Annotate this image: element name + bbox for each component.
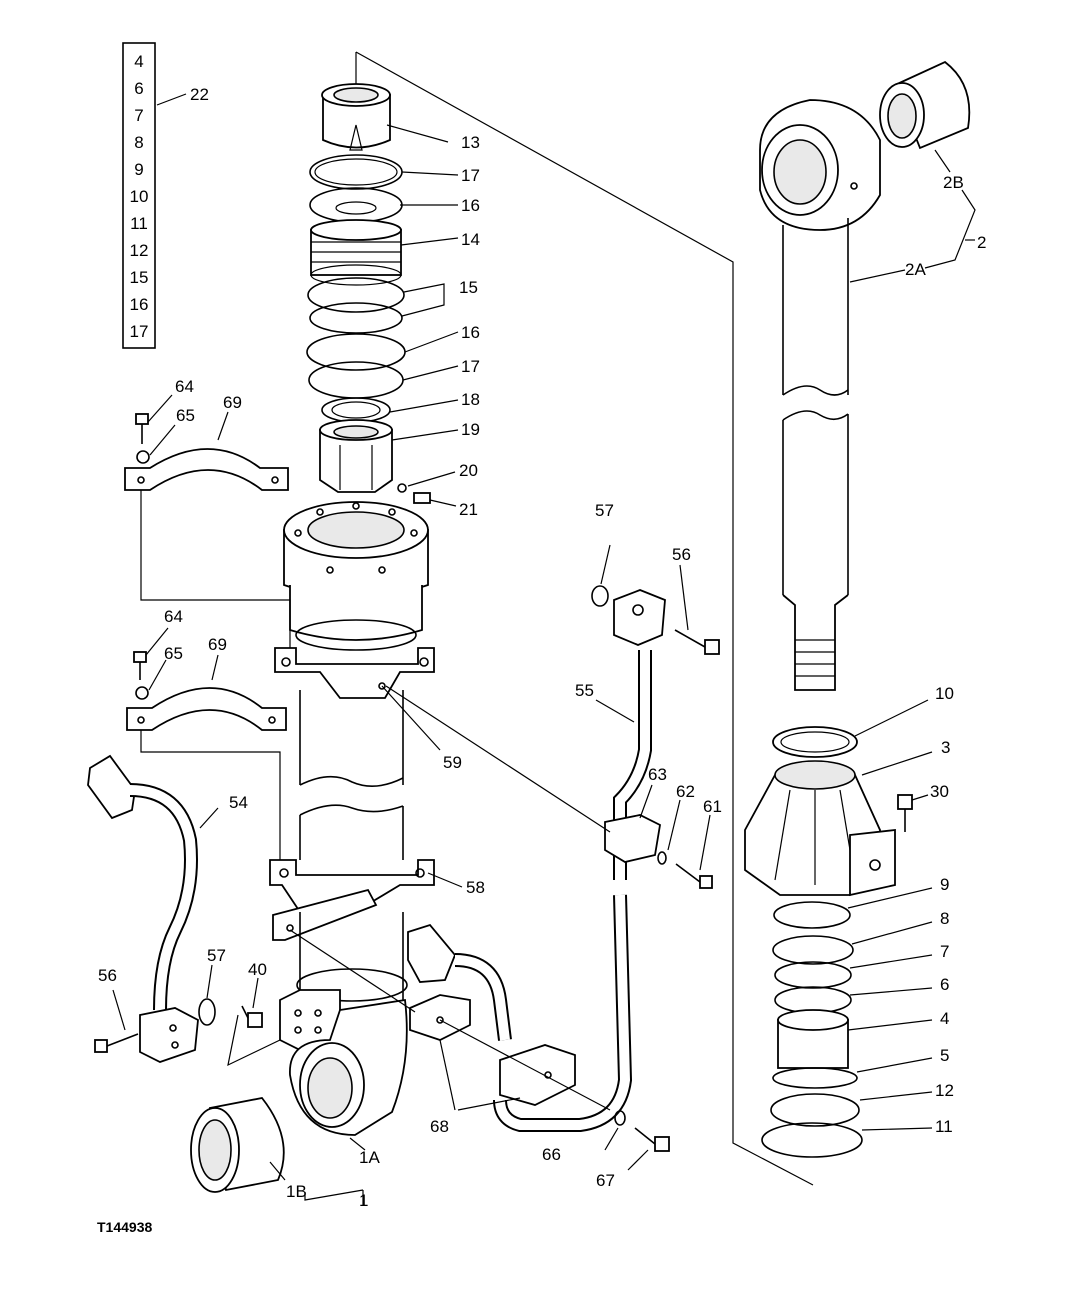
callout-1a: 1A	[359, 1148, 380, 1167]
callout-64: 64	[164, 607, 183, 626]
callout-62: 62	[676, 782, 695, 801]
kit-item: 15	[130, 268, 149, 287]
kit-item: 11	[130, 214, 148, 233]
kit-item: 9	[134, 160, 143, 179]
callout-15: 15	[459, 278, 478, 297]
callout-7: 7	[940, 942, 949, 961]
callout-64: 64	[175, 377, 194, 396]
callout-2: 2	[977, 233, 986, 252]
kit-item: 12	[130, 241, 149, 260]
callout-57: 57	[595, 501, 614, 520]
center-tube-assembly: 68 66 67 57 56 55 63 62 61	[289, 501, 722, 1190]
callout-57: 57	[207, 946, 226, 965]
kit-item: 4	[134, 52, 143, 71]
callout-17: 17	[461, 166, 480, 185]
callout-68: 68	[430, 1117, 449, 1136]
callout-14: 14	[461, 230, 480, 249]
callout-17: 17	[461, 357, 480, 376]
callout-4: 4	[940, 1009, 949, 1028]
kit-item: 8	[134, 133, 143, 152]
callout-8: 8	[940, 909, 949, 928]
callout-2a: 2A	[905, 260, 926, 279]
clamp-group-upper: 64 65 69	[124, 377, 291, 648]
head-stack: 10 3 30 9 8 7 6 4 5 12 11	[744, 684, 954, 1158]
callout-59: 59	[443, 753, 462, 772]
callout-11: 11	[935, 1117, 953, 1136]
callout-18: 18	[461, 390, 480, 409]
figure-id: T144938	[97, 1219, 152, 1235]
pin-1b: 1B 1	[190, 1097, 368, 1210]
callout-55: 55	[575, 681, 594, 700]
callout-6: 6	[940, 975, 949, 994]
callout-20: 20	[459, 461, 478, 480]
callout-kit: 22	[190, 85, 209, 104]
tube-assembly-54: 54 56 57 40	[87, 754, 281, 1067]
rod-assembly: 2B 2A 2	[759, 60, 986, 691]
piston-callouts: 13 17 16 14 15 16 17 18 19 20 21	[459, 133, 480, 519]
callout-66: 66	[542, 1145, 561, 1164]
callout-69: 69	[223, 393, 242, 412]
clamp-group-lower: 64 65 69	[126, 607, 287, 860]
callout-58: 58	[466, 878, 485, 897]
callout-21: 21	[459, 500, 478, 519]
callout-19: 19	[461, 420, 480, 439]
callout-12: 12	[935, 1081, 954, 1100]
kit-item: 10	[130, 187, 149, 206]
cylinder-barrel	[269, 501, 463, 1151]
callout-5: 5	[940, 1046, 949, 1065]
kit-box: 4 6 7 8 9 10 11 12 15 16 17 22	[122, 42, 209, 349]
piston-stack	[306, 83, 459, 507]
kit-item: 17	[130, 322, 149, 341]
callout-13: 13	[461, 133, 480, 152]
callout-9: 9	[940, 875, 949, 894]
callout-2b: 2B	[943, 173, 964, 192]
callout-61: 61	[703, 797, 722, 816]
callout-3: 3	[941, 738, 950, 757]
callout-65: 65	[164, 644, 183, 663]
callout-1: 1	[359, 1191, 368, 1210]
callout-30: 30	[930, 782, 949, 801]
kit-item: 7	[134, 106, 143, 125]
barrel-callouts: 59 58 1A	[359, 753, 485, 1167]
callout-56: 56	[98, 966, 117, 985]
callout-16: 16	[461, 196, 480, 215]
callout-16: 16	[461, 323, 480, 342]
callout-69: 69	[208, 635, 227, 654]
callout-10: 10	[935, 684, 954, 703]
callout-40: 40	[248, 960, 267, 979]
callout-56: 56	[672, 545, 691, 564]
callout-65: 65	[176, 406, 195, 425]
callout-63: 63	[648, 765, 667, 784]
kit-item: 16	[130, 295, 149, 314]
kit-item: 6	[134, 79, 143, 98]
callout-54: 54	[229, 793, 248, 812]
callout-1b: 1B	[286, 1182, 307, 1201]
callout-67: 67	[596, 1171, 615, 1190]
